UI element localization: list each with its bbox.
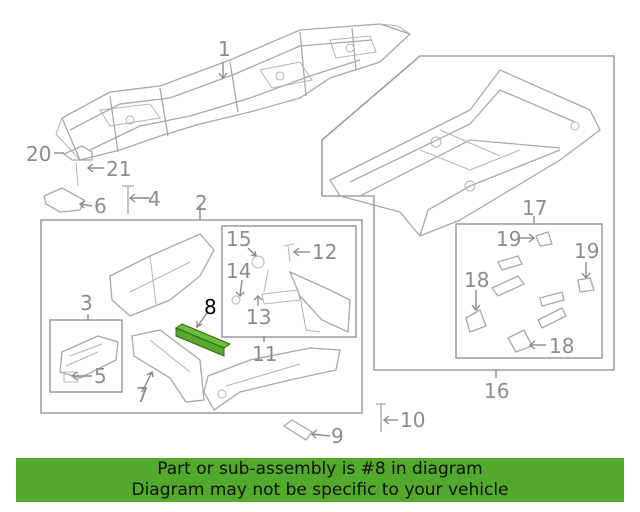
part-8-highlight <box>174 323 232 357</box>
callout-15: 15 <box>226 227 251 251</box>
callout-3: 3 <box>80 291 93 315</box>
callout-13: 13 <box>246 305 271 329</box>
callout-17: 17 <box>522 196 547 220</box>
bracket-drawing <box>59 335 119 383</box>
callout-11: 11 <box>252 342 277 366</box>
main-frame-drawing <box>55 23 412 161</box>
callout-10: 10 <box>400 408 425 432</box>
callout-4: 4 <box>148 187 161 211</box>
frame-inset-box <box>321 55 615 371</box>
callout-19-right: 19 <box>574 239 599 263</box>
callout-20: 20 <box>26 142 51 166</box>
callout-21: 21 <box>106 157 131 181</box>
crossmember-group-box <box>40 219 363 414</box>
callout-5: 5 <box>94 364 107 388</box>
banner-line-part-info: Part or sub-assembly is #8 in diagram <box>157 459 483 479</box>
callout-19-left: 19 <box>496 227 521 251</box>
callout-9: 9 <box>331 424 344 448</box>
callout-2: 2 <box>195 191 208 215</box>
callout-8: 8 <box>204 295 217 319</box>
callout-12: 12 <box>312 240 337 264</box>
callout-1: 1 <box>218 37 231 61</box>
callout-18-upper: 18 <box>464 268 489 292</box>
callout-6: 6 <box>94 194 107 218</box>
hardware-box <box>455 223 603 359</box>
part-3-box <box>49 319 123 393</box>
callout-7: 7 <box>136 383 149 407</box>
rear-frame-drawing <box>329 69 601 237</box>
parts-diagram: 1 2 3 4 5 6 7 8 9 10 11 12 13 14 15 16 1… <box>26 23 615 448</box>
callout-16: 16 <box>484 379 509 403</box>
banner-line-disclaimer: Diagram may not be specific to your vehi… <box>131 480 509 500</box>
crossmember-parts-drawing <box>231 243 351 333</box>
callout-14: 14 <box>226 259 251 283</box>
callout-18-lower: 18 <box>549 334 574 358</box>
part-11-box <box>221 225 357 338</box>
crossmember-drawing <box>109 233 341 411</box>
info-banner: Part or sub-assembly is #8 in diagram Di… <box>16 458 624 502</box>
leader-lines <box>54 62 591 439</box>
small-parts-drawing <box>43 145 386 441</box>
